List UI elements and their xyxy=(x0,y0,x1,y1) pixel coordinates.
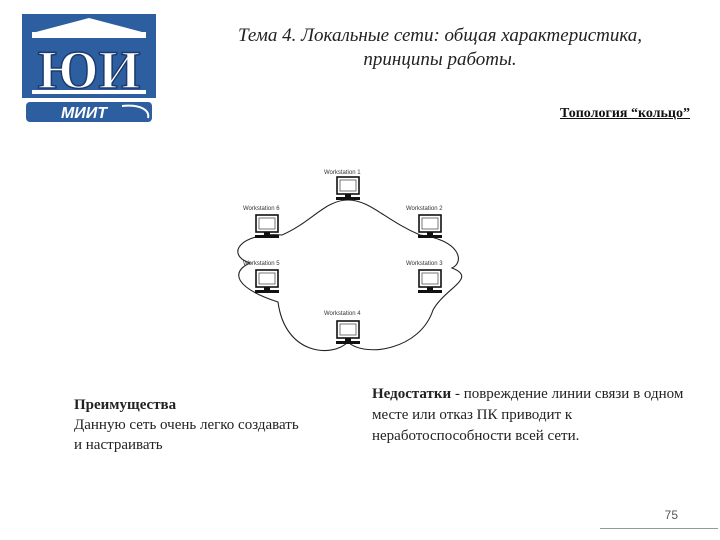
ring-topology-diagram: Workstation 1 Workstation 2 Workstation … xyxy=(237,170,463,352)
logo-brand: МИИТ xyxy=(61,105,108,122)
workstation-1: Workstation 1 xyxy=(324,170,361,201)
workstation-label: Workstation 6 xyxy=(243,206,280,212)
advantages-text: Данную сеть очень легко создавать и наст… xyxy=(74,417,299,453)
page-number-rule xyxy=(600,528,718,529)
workstation-5: Workstation 5 xyxy=(243,261,280,294)
computer-icon xyxy=(335,176,361,201)
disadvantages-block: Недостатки - повреждение линии связи в о… xyxy=(372,384,692,447)
computer-icon xyxy=(254,269,280,294)
workstation-4: Workstation 4 xyxy=(324,311,361,345)
logo-emblem: ЮИ МИИТ xyxy=(22,14,156,126)
workstation-label: Workstation 5 xyxy=(243,261,280,267)
title-line-1: Тема 4. Локальные сети: общая характерис… xyxy=(237,25,643,46)
slide-title: Тема 4. Локальные сети: общая характерис… xyxy=(180,24,700,72)
title-line-2: принципы работы. xyxy=(363,49,517,70)
topology-label: Топология “кольцо” xyxy=(560,106,690,121)
advantages-block: Преимущества Данную сеть очень легко соз… xyxy=(74,395,304,455)
workstation-label: Workstation 1 xyxy=(324,170,361,176)
computer-icon xyxy=(417,269,443,294)
workstation-label: Workstation 3 xyxy=(406,261,443,267)
page-number: 75 xyxy=(664,508,678,522)
workstation-3: Workstation 3 xyxy=(406,261,443,294)
workstation-label: Workstation 2 xyxy=(406,206,443,212)
computer-icon xyxy=(417,214,443,239)
disadvantages-heading: Недостатки xyxy=(372,386,452,402)
workstation-label: Workstation 4 xyxy=(324,311,361,317)
workstation-6: Workstation 6 xyxy=(243,206,280,239)
computer-icon xyxy=(335,320,361,345)
disadvantages-text: - повреждение линии связи в одном месте … xyxy=(372,386,684,444)
workstation-2: Workstation 2 xyxy=(406,206,443,239)
advantages-heading: Преимущества xyxy=(74,397,177,413)
